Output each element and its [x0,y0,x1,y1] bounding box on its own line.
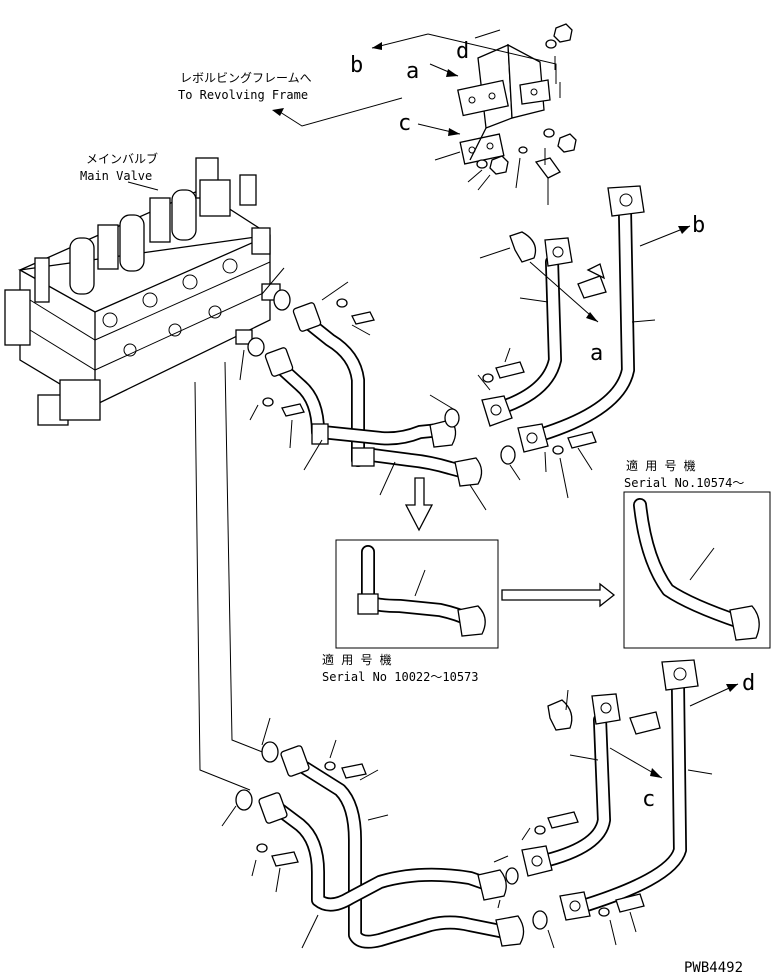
lines-to-lower-pipes [194,361,271,791]
callout-c-right: c [642,787,655,812]
callout-a-right: a [590,341,603,366]
inset-arrows [404,477,616,608]
callout-d-top: d [456,39,469,64]
callout-d-right: d [742,671,755,696]
upper-right-pipes [477,185,691,499]
lower-left-pipes [221,717,525,949]
callout-a-top: a [406,59,419,84]
callout-c-top: c [398,111,411,136]
bracket-assembly [434,23,577,205]
lower-right-pipes [521,659,739,949]
serial-label-new: Serial No.10574～ [624,476,744,490]
callout-b-right: b [692,213,705,238]
main-valve-label-jp: メインバルブ [86,151,158,166]
revolving-frame-label-en: To Revolving Frame [178,88,308,102]
serial-label-old: Serial No 10022～10573 [322,670,479,684]
main-valve-label-en: Main Valve [80,169,152,183]
mid-pipe-bundle [239,267,521,511]
main-valve [4,157,281,426]
drawing-code: PWB4492 [684,960,743,976]
serial-label-new-jp: 適 用 号 機 [626,458,696,473]
top-callout-arrows [272,33,557,136]
revolving-frame-label-jp: レボルビングフレームへ [180,71,312,85]
inset-new-serial [623,491,771,649]
serial-label-old-jp: 適 用 号 機 [322,652,392,667]
callout-b-top: b [350,53,363,78]
inset-old-serial [335,539,499,649]
